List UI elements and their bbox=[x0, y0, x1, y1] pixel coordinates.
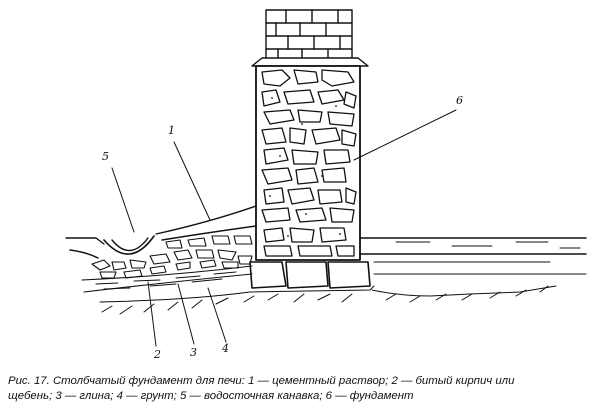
brick-chimney bbox=[265, 9, 353, 61]
leader-lines bbox=[111, 109, 457, 347]
soil-layer bbox=[99, 285, 557, 315]
stone-foundation-column bbox=[255, 65, 361, 261]
ground-surface-right bbox=[359, 237, 587, 275]
cap-slab bbox=[251, 57, 369, 67]
drainage-trench bbox=[103, 235, 155, 255]
clay-layer bbox=[81, 265, 253, 293]
ground-surface-left bbox=[65, 237, 105, 259]
callout-6: 6 bbox=[456, 94, 463, 107]
callout-5: 5 bbox=[102, 150, 109, 163]
callout-2: 2 bbox=[153, 348, 161, 361]
callout-3: 3 bbox=[190, 346, 197, 359]
gravel-layer bbox=[91, 235, 253, 279]
caption-line-1: Рис. 17. Столбчатый фундамент для печи: … bbox=[8, 375, 515, 387]
callout-4: 4 bbox=[221, 342, 229, 355]
foundation-base-stones bbox=[249, 261, 371, 289]
cement-mortar-layer bbox=[155, 205, 257, 241]
stove-foundation-drawing: 1 2 3 4 5 6 bbox=[65, 9, 587, 361]
caption-line-2: щебень; 3 — глина; 4 — грунт; 5 — водост… bbox=[8, 390, 414, 402]
callout-1: 1 bbox=[168, 124, 175, 137]
figure-caption: Рис. 17. Столбчатый фундамент для печи: … bbox=[8, 374, 588, 404]
